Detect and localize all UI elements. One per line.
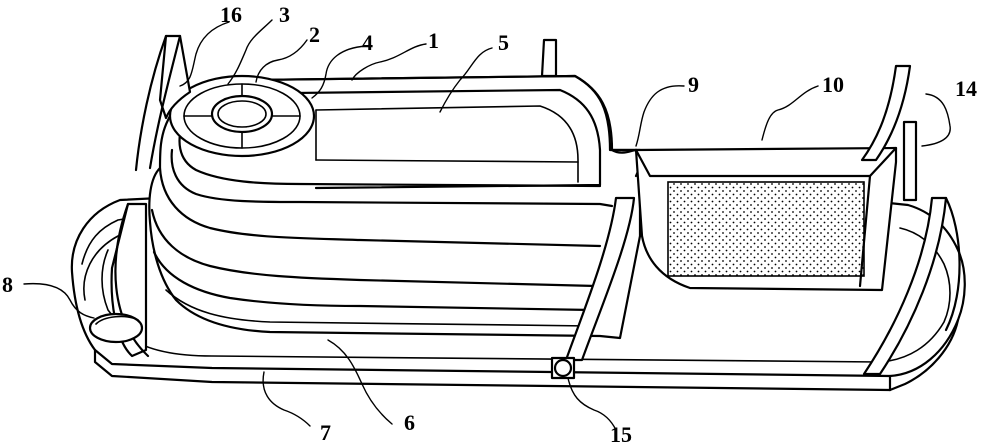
callout-15: 15 (610, 422, 632, 446)
callout-6: 6 (404, 410, 415, 435)
callout-7: 7 (320, 420, 331, 445)
callout-9: 9 (688, 72, 699, 97)
callout-14: 14 (955, 76, 977, 101)
headrest-assembly (170, 76, 314, 156)
callout-16: 16 (220, 2, 242, 27)
callout-10: 10 (822, 72, 844, 97)
callout-8: 8 (2, 272, 13, 297)
callout-3: 3 (279, 2, 290, 27)
callout-2: 2 (309, 22, 320, 47)
callout-4: 4 (362, 30, 373, 55)
drain-pad (90, 314, 142, 342)
callout-1: 1 (428, 28, 439, 53)
connector-15 (552, 358, 574, 378)
callout-5: 5 (498, 30, 509, 55)
